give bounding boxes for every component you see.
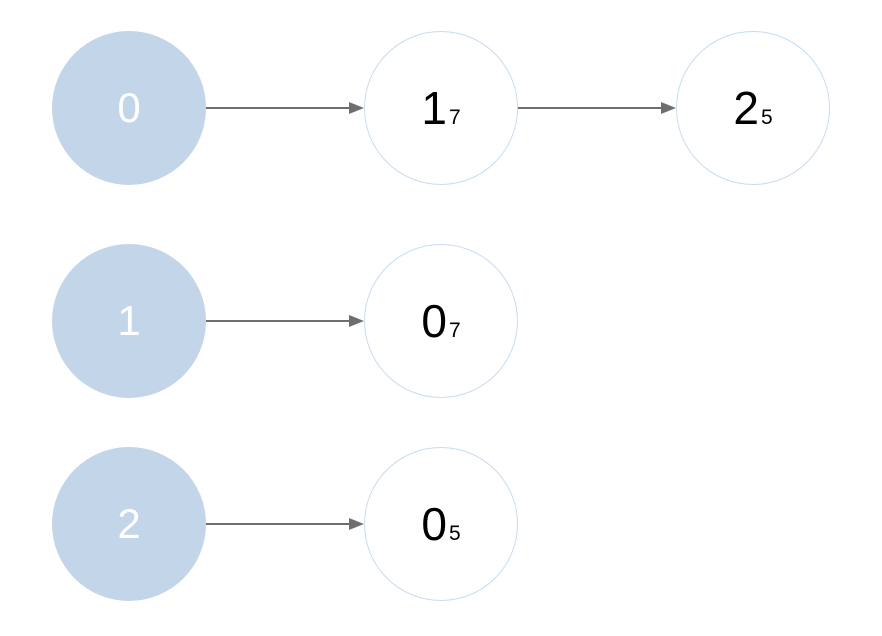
node-label: 25 bbox=[733, 81, 772, 135]
node-value: 0 bbox=[421, 498, 447, 550]
head-label: 1 bbox=[117, 297, 141, 344]
node-label: 07 bbox=[421, 294, 460, 348]
adjacency-node-circle: 07 bbox=[364, 244, 518, 398]
adjacency-node-circle: 05 bbox=[364, 447, 518, 601]
head-label: 2 bbox=[117, 500, 141, 547]
adjacency-node-circle: 25 bbox=[676, 31, 830, 185]
arrow-connector bbox=[518, 107, 661, 109]
arrow-connector bbox=[206, 320, 349, 322]
head-circle-row-0: 0 bbox=[52, 31, 206, 185]
node-value: 1 bbox=[421, 82, 447, 134]
node-label: 17 bbox=[421, 81, 460, 135]
head-label: 0 bbox=[117, 84, 141, 131]
edge-weight: 5 bbox=[760, 106, 773, 129]
edge-weight: 7 bbox=[448, 319, 461, 342]
adjacency-node-circle: 17 bbox=[364, 31, 518, 185]
edge-weight: 5 bbox=[448, 522, 461, 545]
node-value: 2 bbox=[733, 82, 759, 134]
edge-weight: 7 bbox=[448, 106, 461, 129]
arrow-connector bbox=[206, 107, 349, 109]
arrow-connector bbox=[206, 523, 349, 525]
head-circle-row-2: 2 bbox=[52, 447, 206, 601]
node-label: 05 bbox=[421, 497, 460, 551]
node-value: 0 bbox=[421, 295, 447, 347]
head-circle-row-1: 1 bbox=[52, 244, 206, 398]
